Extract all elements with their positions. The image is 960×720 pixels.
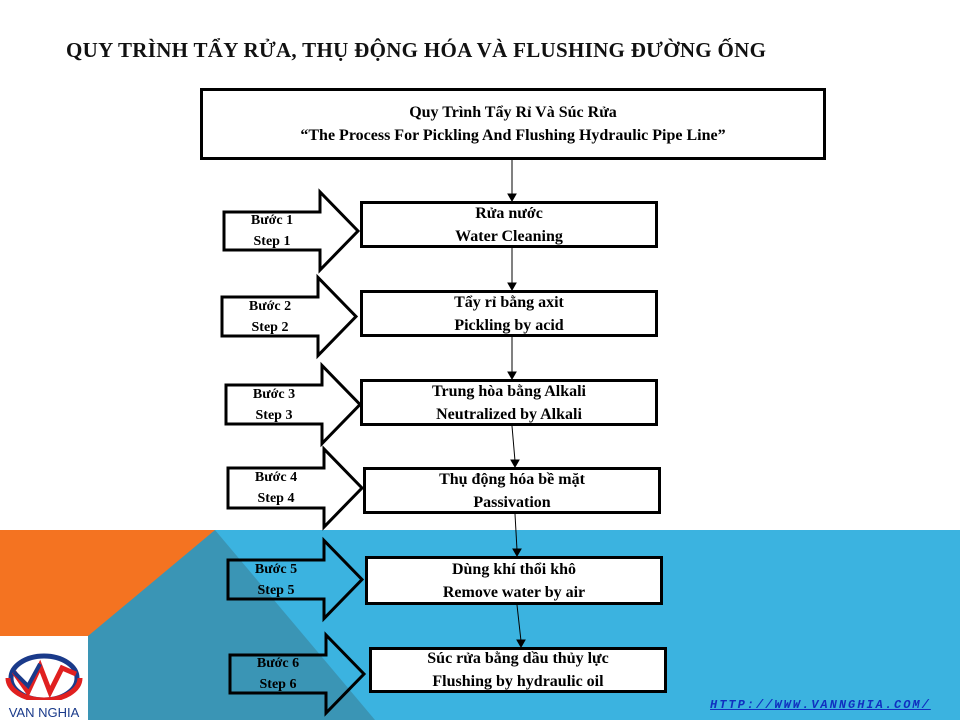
connector-arrowhead <box>512 548 522 558</box>
connector-arrowhead <box>507 371 517 381</box>
step-label-en: Step 6 <box>259 677 297 692</box>
step-box-6: Súc rửa bằng dầu thủy lực Flushing by hy… <box>369 647 667 693</box>
step-title-vn: Thụ động hóa bề mặt <box>439 470 585 488</box>
connector-line <box>514 513 518 551</box>
step-label-en: Step 2 <box>251 319 289 335</box>
step-title-en: Water Cleaning <box>455 227 563 245</box>
step-label-vn: Bước 4 <box>254 470 298 485</box>
step-title-en: Remove water by air <box>442 583 586 601</box>
header-line-1: Quy Trình Tẩy Rỉ Và Súc Rửa <box>409 104 617 121</box>
step-label-vn: Bước 5 <box>254 561 298 577</box>
step-title-en: Passivation <box>473 493 551 511</box>
step-label-en: Step 5 <box>257 582 295 598</box>
step-label-en: Step 1 <box>253 234 291 249</box>
dark-blue-triangle <box>0 530 375 720</box>
step-label: Bước 6 Step 6 <box>230 653 326 695</box>
step-label-vn: Bước 2 <box>248 298 292 314</box>
step-arrow-6 <box>228 631 367 717</box>
connector-arrowhead <box>507 282 517 292</box>
page-title: QUY TRÌNH TẨY RỬA, THỤ ĐỘNG HÓA VÀ FLUSH… <box>66 38 767 62</box>
orange-triangle <box>0 530 215 636</box>
step-arrow-4 <box>226 445 365 531</box>
step-title-vn: Trung hòa bằng Alkali <box>432 382 586 400</box>
step-box-5: Dùng khí thổi khô Remove water by air <box>365 556 663 605</box>
step-label: Bước 5 Step 5 <box>228 559 324 601</box>
header-line-2: “The Process For Pickling And Flushing H… <box>300 127 726 144</box>
step-label-vn: Bước 6 <box>256 656 300 671</box>
step-box-3: Trung hòa bằng Alkali Neutralized by Alk… <box>360 379 658 426</box>
step-title-vn: Dùng khí thổi khô <box>451 560 577 578</box>
step-label-en: Step 4 <box>257 491 295 506</box>
step-box-1: Rửa nước Water Cleaning <box>360 201 658 248</box>
header-box: Quy Trình Tẩy Rỉ Và Súc Rửa “The Process… <box>200 88 826 160</box>
connector-arrowhead <box>507 193 517 203</box>
website-link[interactable]: HTTP://WWW.VANNGHIA.COM/ <box>710 698 931 712</box>
step-title-vn: Súc rửa bằng dầu thủy lực <box>427 650 609 667</box>
step-title-en: Pickling by acid <box>454 316 564 334</box>
logo: VAN NGHIA <box>0 636 88 720</box>
logo-icon <box>5 653 83 703</box>
step-label: Bước 1 Step 1 <box>224 210 320 252</box>
step-label-vn: Bước 3 <box>252 386 296 402</box>
logo-text: VAN NGHIA <box>8 705 80 720</box>
connector-line <box>516 604 522 642</box>
step-box-2: Tẩy rỉ bằng axit Pickling by acid <box>360 290 658 337</box>
step-arrow-3 <box>224 361 363 448</box>
step-title-en: Flushing by hydraulic oil <box>432 673 604 690</box>
step-label: Bước 4 Step 4 <box>228 467 324 509</box>
step-arrow-2 <box>220 273 359 360</box>
step-title-vn: Rửa nước <box>475 204 543 222</box>
connector-arrowhead <box>516 639 526 649</box>
step-box-4: Thụ động hóa bề mặt Passivation <box>363 467 661 514</box>
step-arrow-1 <box>222 188 361 274</box>
step-title-en: Neutralized by Alkali <box>436 405 582 423</box>
step-label-vn: Bước 1 <box>250 213 294 228</box>
step-label: Bước 2 Step 2 <box>222 296 318 338</box>
connector-line <box>511 425 516 462</box>
step-label-en: Step 3 <box>255 407 293 423</box>
connector-arrowhead <box>510 459 520 469</box>
step-title-vn: Tẩy rỉ bằng axit <box>454 293 564 311</box>
step-arrow-5 <box>226 536 365 623</box>
step-label: Bước 3 Step 3 <box>226 384 322 426</box>
